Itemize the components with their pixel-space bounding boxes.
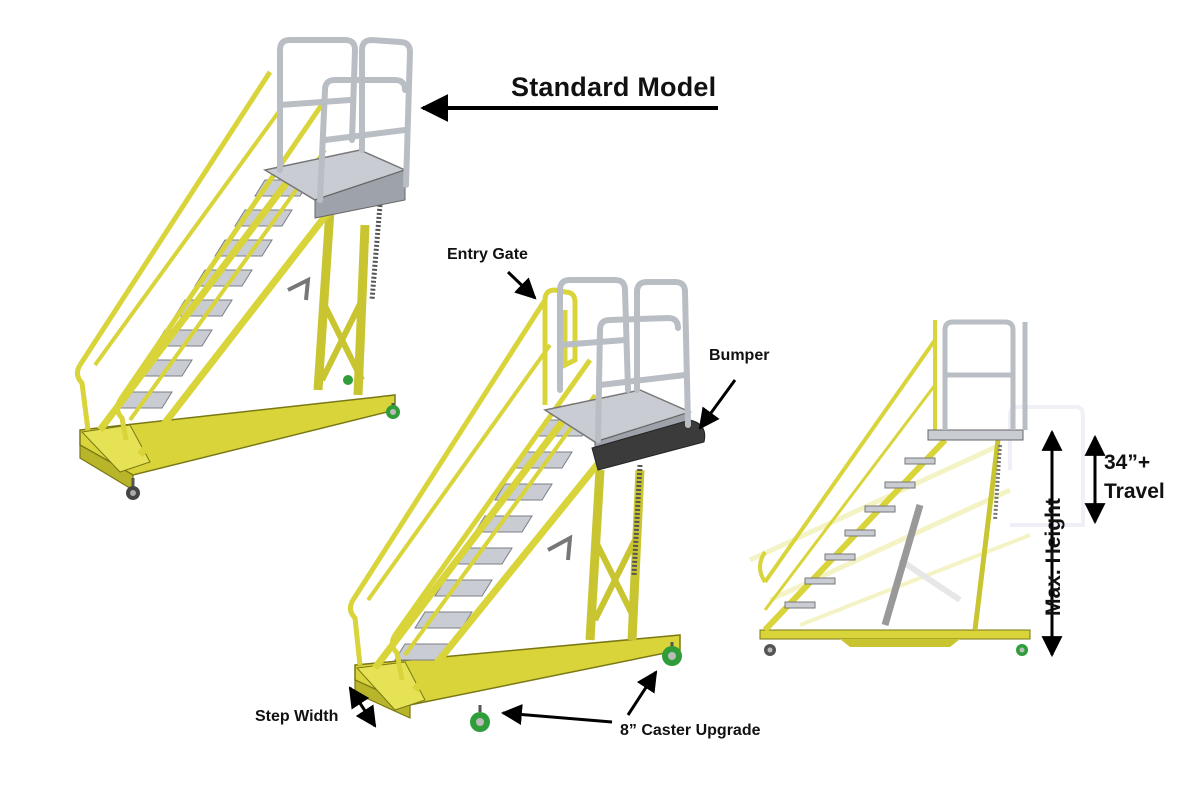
rear-brace xyxy=(319,298,365,382)
entry-gate xyxy=(542,287,578,405)
stringer-left xyxy=(372,402,578,671)
bumper-arrow xyxy=(698,379,737,430)
rear-post xyxy=(585,469,605,641)
base-frame xyxy=(354,634,681,706)
travel-label-line2: Travel xyxy=(1104,480,1165,503)
step-width-arrow xyxy=(348,686,377,728)
jack-screw xyxy=(369,204,383,301)
midrail xyxy=(763,384,937,611)
handrail-left xyxy=(350,298,548,602)
caster xyxy=(1016,644,1028,656)
caster-8in xyxy=(662,642,682,666)
stringer-right xyxy=(412,452,608,693)
standard-model-ladder xyxy=(74,36,414,500)
rear-post xyxy=(353,224,370,396)
caster-arrow-left xyxy=(500,704,613,726)
midrail-left xyxy=(93,108,282,367)
base-frame xyxy=(79,394,396,476)
bumper-label: Bumper xyxy=(709,347,770,364)
step-width-label: Step Width xyxy=(255,708,339,725)
standard-model-label: Standard Model xyxy=(511,72,717,102)
midrail-right xyxy=(128,148,327,422)
platform-guardrail xyxy=(557,277,691,443)
caster-upgrade-label: 8” Caster Upgrade xyxy=(620,722,761,739)
platform xyxy=(927,429,1024,441)
caster xyxy=(343,375,353,385)
stringer-left xyxy=(97,162,303,433)
upgraded-ladder xyxy=(347,277,706,732)
handrail-right xyxy=(117,98,328,402)
jack-screw xyxy=(993,444,1002,521)
travel-label-line1: 34”+ xyxy=(1104,451,1151,474)
handrail xyxy=(763,338,937,584)
bottom-step-plate xyxy=(80,424,151,473)
caster xyxy=(386,403,400,419)
side-view-ladder xyxy=(748,319,1085,656)
caster-8in xyxy=(470,705,490,732)
caster-arrow-right xyxy=(626,670,658,716)
base-frame xyxy=(759,629,1031,640)
rear-post xyxy=(972,439,1001,631)
entry-gate-label: Entry Gate xyxy=(447,246,528,263)
steps xyxy=(784,457,936,609)
bottom-step-plate xyxy=(355,661,426,711)
entry-gate-arrow xyxy=(506,270,537,300)
caster xyxy=(764,644,776,656)
lift-cylinder xyxy=(881,504,924,626)
max-height-label: Max. Height xyxy=(1042,498,1065,616)
platform-guardrail xyxy=(277,36,414,203)
crank-handle xyxy=(547,534,573,561)
handrail-right xyxy=(392,358,593,637)
handrail-left xyxy=(77,70,273,367)
stringer-right xyxy=(137,207,333,458)
crank-handle xyxy=(287,276,311,301)
caster xyxy=(126,478,140,500)
platform-guardrail xyxy=(942,319,1028,430)
